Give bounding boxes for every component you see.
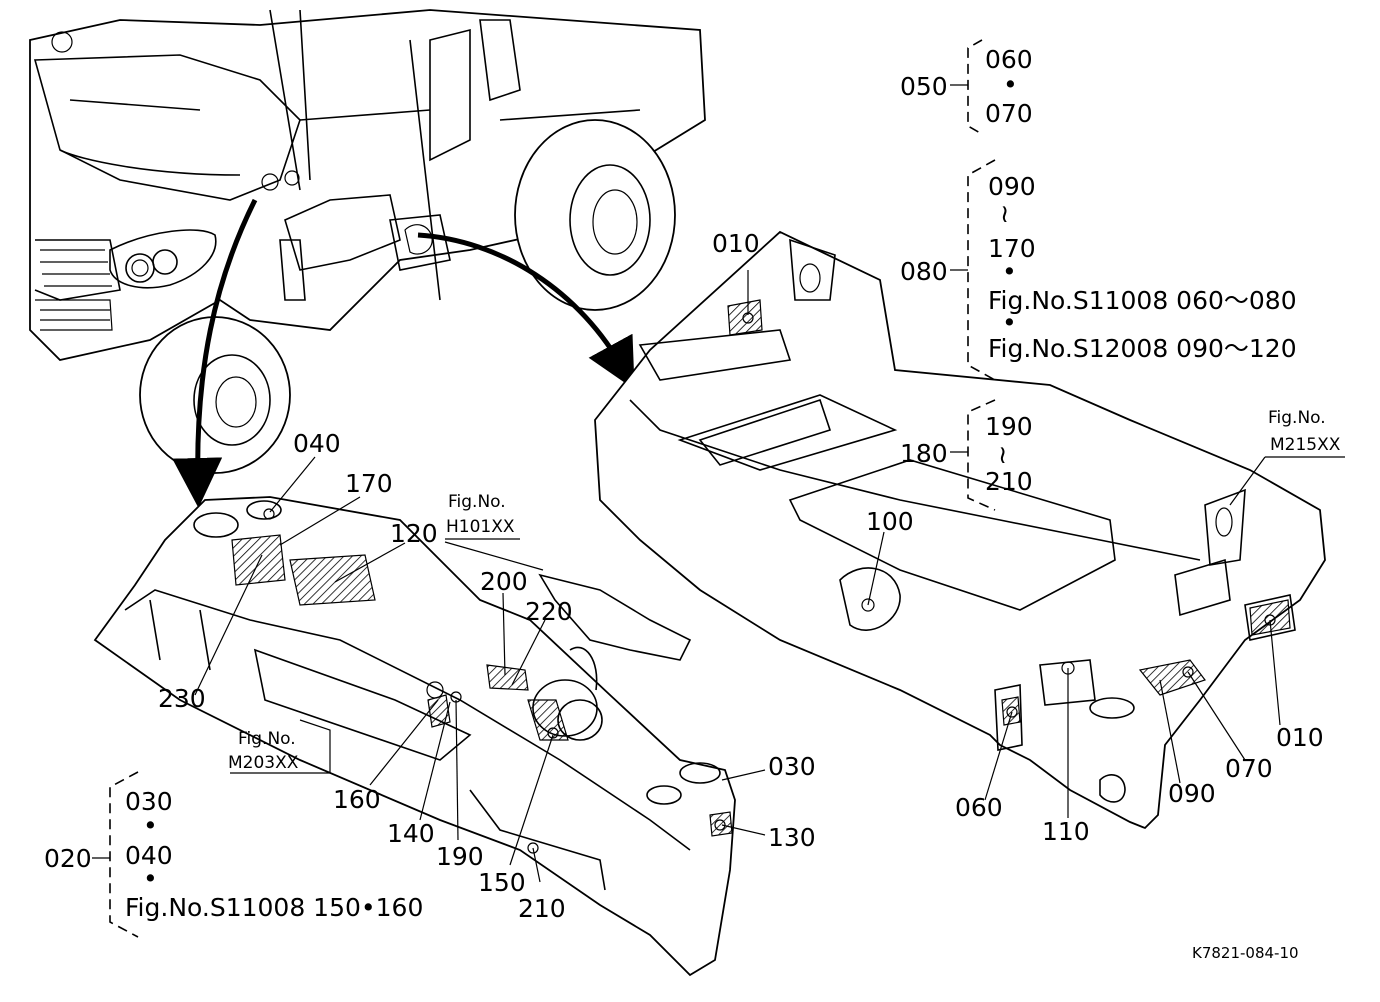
group-item: • [1002, 308, 1017, 337]
callout-140: 140 [387, 819, 435, 848]
callout-200: 200 [480, 567, 528, 596]
fig-ref-h101: Fig.No. H101XX [445, 492, 520, 540]
group-item: Fig.No.S11008 150•160 [125, 893, 423, 922]
group-item: • [1003, 70, 1018, 99]
callout-100: 100 [866, 507, 914, 536]
group-item: 040 [125, 841, 173, 870]
group-item: 030 [125, 787, 173, 816]
callout-060: 060 [955, 793, 1003, 822]
group-item: • [1002, 257, 1017, 286]
group-020-items: 030 • 040 • Fig.No.S11008 150•160 [125, 787, 423, 922]
fig-ref-label: Fig.No. [448, 492, 506, 512]
group-180-items: 190 ≀ 210 [985, 412, 1033, 496]
group-item: 170 [988, 234, 1036, 263]
fig-ref-label: Fig.No. [238, 729, 296, 749]
bracket-group-050 [950, 39, 983, 135]
group-item: Fig.No.S11008 060〜080 [988, 286, 1297, 315]
group-item: Fig.No.S12008 090〜120 [988, 334, 1297, 363]
group-item: • [143, 811, 158, 840]
group-080-items: 090 ≀ 170 • Fig.No.S11008 060〜080 • Fig.… [988, 172, 1297, 363]
leader-lines [194, 270, 1345, 883]
callout-120: 120 [390, 519, 438, 548]
group-item: 090 [988, 172, 1036, 201]
bracket-group-020 [92, 771, 139, 938]
callout-050: 050 [900, 72, 948, 101]
rear-body-drawing [594, 230, 1326, 830]
callout-220: 220 [525, 597, 573, 626]
group-item: 070 [985, 99, 1033, 128]
fig-ref-m215: Fig.No. M215XX [1268, 408, 1341, 455]
callout-030: 030 [768, 752, 816, 781]
callout-040: 040 [293, 429, 341, 458]
fig-ref-code: H101XX [446, 517, 515, 537]
pointer-arrow-right [417, 232, 635, 390]
fig-ref-code: M215XX [1270, 435, 1341, 455]
callout-210: 210 [518, 894, 566, 923]
callout-070: 070 [1225, 754, 1273, 783]
drawing-code: K7821-084-10 [1192, 944, 1299, 962]
bracket-group-080 [950, 159, 996, 381]
fig-ref-code: M203XX [228, 753, 299, 773]
dashboard-panel-drawing [93, 496, 736, 977]
callout-080: 080 [900, 257, 948, 286]
group-050-items: 060 • 070 [985, 45, 1033, 128]
callout-150: 150 [478, 868, 526, 897]
group-item: 210 [985, 467, 1033, 496]
bracket-group-180 [950, 399, 996, 511]
callout-180: 180 [900, 439, 948, 468]
callout-020: 020 [44, 844, 92, 873]
group-item: ≀ [998, 440, 1007, 469]
callout-160: 160 [333, 785, 381, 814]
group-item: 060 [985, 45, 1033, 74]
callout-010: 010 [712, 229, 760, 258]
callout-010: 010 [1276, 723, 1324, 752]
pointer-arrow-left [172, 198, 258, 508]
callout-130: 130 [768, 823, 816, 852]
callout-labels: 010 010 020 030 040 050 060 070 080 090 … [44, 72, 1324, 923]
callout-190: 190 [436, 842, 484, 871]
vehicle-illustration [29, 9, 706, 474]
callout-110: 110 [1042, 817, 1090, 846]
group-item: • [143, 864, 158, 893]
fig-ref-label: Fig.No. [1268, 408, 1326, 428]
group-item: 190 [985, 412, 1033, 441]
callout-230: 230 [158, 684, 206, 713]
group-item: ≀ [1000, 199, 1009, 228]
callout-090: 090 [1168, 779, 1216, 808]
callout-170: 170 [345, 469, 393, 498]
fig-ref-m203: Fig.No. M203XX [228, 729, 299, 773]
